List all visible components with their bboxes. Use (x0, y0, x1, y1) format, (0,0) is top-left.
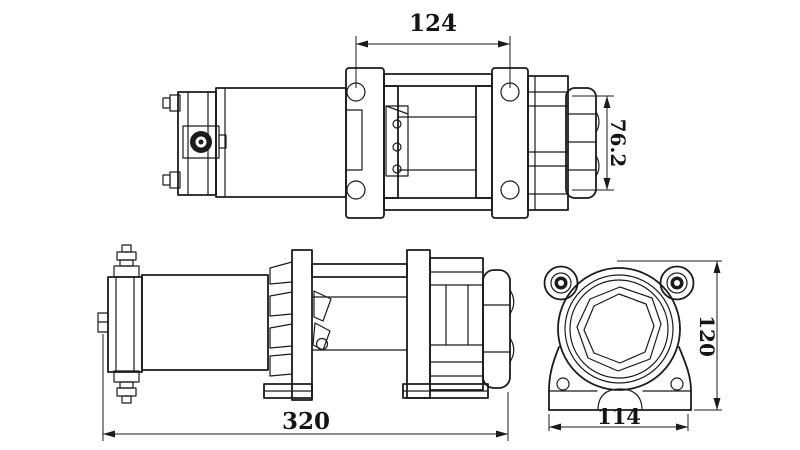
clutch-housing-top-view (565, 87, 600, 199)
drum-side-view (311, 263, 408, 351)
gearbox-side-view (429, 257, 484, 391)
drum-housing-face (557, 267, 681, 391)
dim-114-label: 114 (597, 404, 641, 429)
dim-120-label: 120 (695, 315, 719, 357)
terminal-stud-bottom (113, 370, 140, 404)
dim-76-2-label: 76.2 (606, 119, 630, 168)
dimension-base-width: 114 (548, 404, 689, 431)
clutch-housing-side-view (482, 269, 515, 389)
rope-anchor-bracket (385, 105, 409, 177)
mount-ear-left (543, 265, 579, 301)
end-view: 120 114 (543, 260, 722, 431)
dimension-end-height: 120 (617, 260, 722, 411)
terminal-stud-top (113, 244, 140, 278)
dimension-mount-hole-spacing: 124 (355, 10, 511, 88)
left-mounting-plate (345, 67, 385, 219)
motor-bolt-tabs (162, 94, 181, 189)
top-view: 124 76.2 (162, 10, 630, 219)
gearbox-top-view (527, 75, 569, 211)
motor-connector (182, 125, 227, 159)
clutch-lever (312, 290, 332, 351)
motor-end-cap-side (97, 276, 143, 373)
right-mounting-plate (491, 67, 529, 219)
dimension-housing-height: 76.2 (572, 95, 630, 191)
dimension-overall-length: 320 (102, 334, 509, 441)
base-flange (548, 346, 692, 411)
motor-body-side (141, 274, 269, 371)
drum-top-view (383, 73, 493, 211)
dim-124-label: 124 (409, 10, 457, 37)
dim-320-label: 320 (282, 408, 330, 435)
motor-body (215, 87, 347, 198)
bracket-ribs (269, 261, 293, 377)
mount-ear-right (659, 265, 695, 301)
side-view: 320 (97, 244, 515, 441)
left-bracket-plate (263, 249, 313, 401)
